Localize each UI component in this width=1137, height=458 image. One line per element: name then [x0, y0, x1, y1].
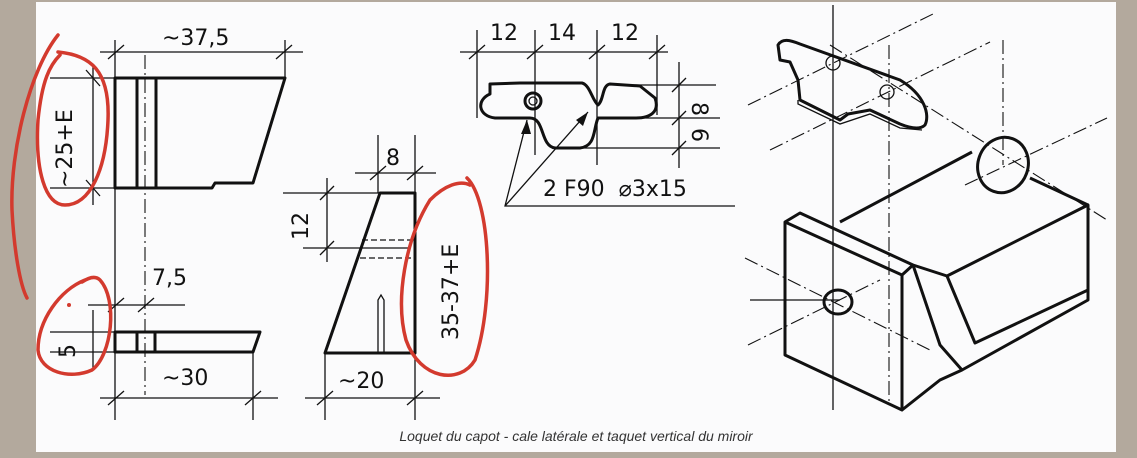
isometric-view [744, 5, 1108, 412]
top-view: ~37,5 ~25+E [50, 26, 303, 420]
dim-latch-c: 12 [611, 21, 639, 46]
dim-thickness: 5 [56, 344, 81, 358]
dim-top-width: ~37,5 [162, 26, 229, 51]
dim-side-height: 35-37+E [439, 244, 464, 340]
dim-latch-a: 12 [490, 21, 518, 46]
dim-bottom-width: ~30 [162, 366, 208, 391]
dim-latch-b: 14 [548, 21, 576, 46]
annotation-circle-side-height [399, 176, 490, 377]
dim-offset: 7,5 [152, 266, 187, 291]
dim-latch-h1: 8 [686, 102, 711, 116]
side-view: 8 12 ~20 35-37+E [283, 135, 464, 420]
dim-latch-h2: 6 [686, 128, 711, 142]
dim-side-hole: 12 [289, 212, 314, 240]
red-annotations [10, 33, 490, 377]
screw-spec: 2 F90 ⌀3x15 [543, 177, 687, 202]
dim-height-left: ~25+E [53, 109, 78, 188]
dim-side-base: ~20 [338, 369, 384, 394]
latch-view: 12 14 12 8 6 2 F90 ⌀3x15 [460, 21, 735, 207]
annotation-circle-height [10, 33, 110, 300]
bottom-view: 7,5 5 ~30 [50, 266, 278, 420]
figure-caption: Loquet du capot - cale latérale et taque… [399, 428, 753, 444]
dim-side-top: 8 [386, 146, 400, 171]
annotation-circle-thickness [36, 275, 113, 376]
